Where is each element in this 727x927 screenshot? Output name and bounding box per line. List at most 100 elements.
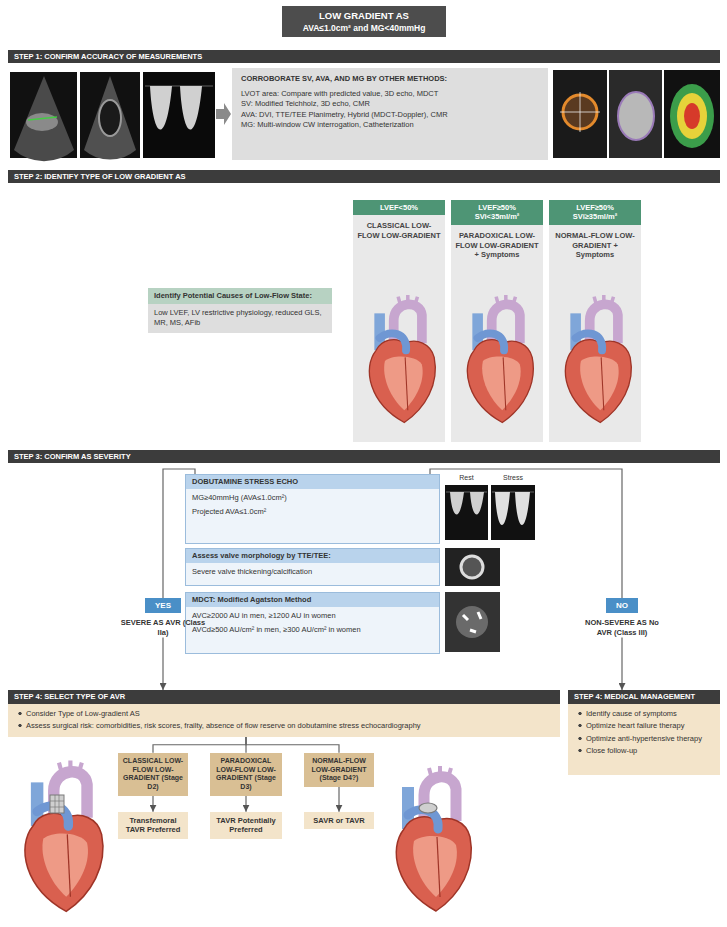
- box-text: SAVR or TAVR: [307, 816, 371, 825]
- step-band: STEP 3: CONFIRM AS SEVERITY: [8, 450, 720, 463]
- type-column: LVEF≥50% SVi≥35ml/m²NORMAL-FLOW LOW-GRAD…: [549, 200, 641, 266]
- body-text: CLASSICAL LOW-FLOW LOW-GRADIENT: [353, 215, 445, 247]
- body-text: AVCd≥500 AU/cm² in men, ≥300 AU/cm² in w…: [186, 623, 439, 637]
- heading-text: LVEF<50%: [353, 200, 445, 215]
- body-text: SV: Modified Teichholz, 3D echo, CMR: [241, 99, 539, 110]
- connector: [153, 737, 246, 753]
- heart-illustration: [25, 761, 103, 912]
- connector: [621, 638, 622, 691]
- cmr-panel: [664, 70, 720, 158]
- body-text: MG≥40mmHg (AVA≤1.0cm²): [186, 491, 439, 505]
- body-text: Projected AVA≤1.0cm²: [186, 505, 439, 519]
- ct-panel: [445, 592, 500, 652]
- test-box: DOBUTAMINE STRESS ECHO MG≥40mmHg (AVA≤1.0…: [185, 474, 440, 544]
- column-panel: [353, 200, 445, 442]
- treatment-box: Transfemoral TAVR Preferred: [118, 812, 188, 839]
- connector-group: [153, 469, 622, 812]
- body-text: Low LVEF, LV restrictive physiology, red…: [148, 304, 332, 333]
- heading-text: LVEF≥50% SVi<35ml/m²: [451, 200, 543, 225]
- method-box: CORROBORATE SV, AVA, AND MG BY OTHER MET…: [232, 68, 548, 160]
- box-text: STEP 3: CONFIRM AS SEVERITY: [14, 452, 714, 461]
- stage-box: PARADOXICAL LOW-FLOW LOW-GRADIENT (Stage…: [210, 753, 282, 796]
- heart-illustration: [565, 295, 631, 423]
- body-text: Optimize anti-hypertensive therapy: [568, 733, 720, 746]
- body-text: Assess surgical risk: comorbidities, ris…: [8, 720, 560, 733]
- body-text: MG: Multi-window CW interrogation, Cathe…: [241, 120, 539, 131]
- body-text: Optimize heart failure therapy: [568, 720, 720, 733]
- ct-panel: [609, 70, 662, 158]
- tavr-stent: [50, 795, 64, 813]
- doppler-panel: [491, 485, 535, 540]
- connector: [162, 638, 163, 691]
- image-label: Stress: [491, 474, 535, 481]
- box-text: TAVR Potentially Preferred: [213, 816, 279, 835]
- treatment-box: SAVR or TAVR: [304, 812, 374, 829]
- crosshair: [560, 92, 600, 132]
- connector: [245, 796, 246, 812]
- doppler-envelope: [495, 492, 530, 525]
- body-text: LVOT area: Compare with predicted value,…: [241, 89, 539, 100]
- body-text: PARADOXICAL LOW-FLOW LOW-GRADIENT + Symp…: [451, 225, 543, 266]
- step-band: STEP 2: IDENTIFY TYPE OF LOW GRADIENT AS: [8, 170, 720, 183]
- heading-text: STEP 4: MEDICAL MANAGEMENT: [568, 690, 720, 704]
- box-text: STEP 1: CONFIRM ACCURACY OF MEASUREMENTS: [14, 52, 714, 61]
- column-panel: [549, 200, 641, 442]
- body-text: Consider Type of Low-gradient AS: [8, 708, 560, 721]
- box-text: STEP 2: IDENTIFY TYPE OF LOW GRADIENT AS: [14, 172, 714, 181]
- strain-map: [684, 103, 700, 129]
- surgical-valve: [419, 803, 437, 813]
- type-column: LVEF≥50% SVi<35ml/m²PARADOXICAL LOW-FLOW…: [451, 200, 543, 266]
- connector: [152, 796, 153, 812]
- step-band: STEP 1: CONFIRM ACCURACY OF MEASUREMENTS: [8, 50, 720, 63]
- heading-text: NO: [606, 598, 638, 613]
- box-text: NORMAL-FLOW LOW-GRADIENT (Stage D4?): [307, 757, 371, 783]
- causes-box: Identify Potential Causes of Low-Flow St…: [148, 288, 332, 333]
- ct-ventricle: [618, 92, 654, 140]
- doppler-envelope: [450, 492, 484, 515]
- strain-map: [670, 84, 714, 148]
- body-text: NORMAL-FLOW LOW-GRADIENT + Symptoms: [549, 225, 641, 266]
- connector: [430, 469, 622, 598]
- box-text: PARADOXICAL LOW-FLOW LOW-GRADIENT (Stage…: [213, 757, 279, 792]
- body-text: AVC≥2000 AU in men, ≥1200 AU in women: [186, 609, 439, 623]
- doppler-panel: [445, 485, 488, 540]
- heading-text: DOBUTAMINE STRESS ECHO: [186, 475, 439, 489]
- heart-illustration: [396, 766, 471, 911]
- decision-box: NONON-SEVERE AS No AVR (Class III): [577, 598, 667, 638]
- decision-box: YES SEVERE AS AVR (Class IIa): [118, 598, 208, 638]
- stage-box: NORMAL-FLOW LOW-GRADIENT (Stage D4?): [304, 753, 374, 787]
- connector: [338, 787, 339, 812]
- tte-panel: [445, 548, 500, 586]
- body-text: AVA: DVI, TTE/TEE Planimetry, Hybrid (MD…: [241, 110, 539, 121]
- box-text: CLASSICAL LOW-FLOW LOW-GRADIENT (Stage D…: [121, 757, 185, 792]
- treatment-box: TAVR Potentially Preferred: [210, 812, 282, 839]
- echo-sector: [14, 76, 74, 161]
- medical-box: STEP 4: MEDICAL MANAGEMENT Identify cause…: [568, 690, 720, 775]
- heart-illustration: [467, 295, 533, 423]
- heading-text: YES: [145, 598, 181, 613]
- imaging-panels: [553, 70, 720, 158]
- heading-text: MDCT: Modified Agatston Method: [186, 593, 439, 607]
- type-panels: [353, 200, 641, 442]
- body-text: AVA≤1.0cm² and MG<40mmHg: [288, 23, 440, 33]
- stage-box: CLASSICAL LOW-FLOW LOW-GRADIENT (Stage D…: [118, 753, 188, 796]
- body-text: SEVERE AS AVR (Class IIa): [118, 618, 208, 638]
- stent-mesh: [50, 795, 64, 813]
- doppler-panel: [143, 72, 215, 158]
- flow-arrow: [216, 103, 231, 125]
- lvot-caliper: [28, 117, 57, 120]
- avr-box: STEP 4: SELECT TYPE OF AVR Consider Type …: [8, 690, 560, 737]
- echo-sector: [84, 76, 136, 160]
- heart-illustration: [369, 295, 435, 423]
- body-text: Identify cause of symptoms: [568, 708, 720, 721]
- echo-ventricle: [99, 100, 121, 136]
- mdct-panel: [553, 70, 607, 158]
- echo-images: [10, 72, 231, 161]
- heading-text: STEP 4: SELECT TYPE OF AVR: [8, 690, 560, 704]
- strain-map: [677, 93, 707, 139]
- heading-text: Identify Potential Causes of Low-Flow St…: [148, 288, 332, 304]
- heading-text: LOW GRADIENT AS: [288, 10, 440, 21]
- ct-valve: [456, 606, 488, 638]
- column-panel: [451, 200, 543, 442]
